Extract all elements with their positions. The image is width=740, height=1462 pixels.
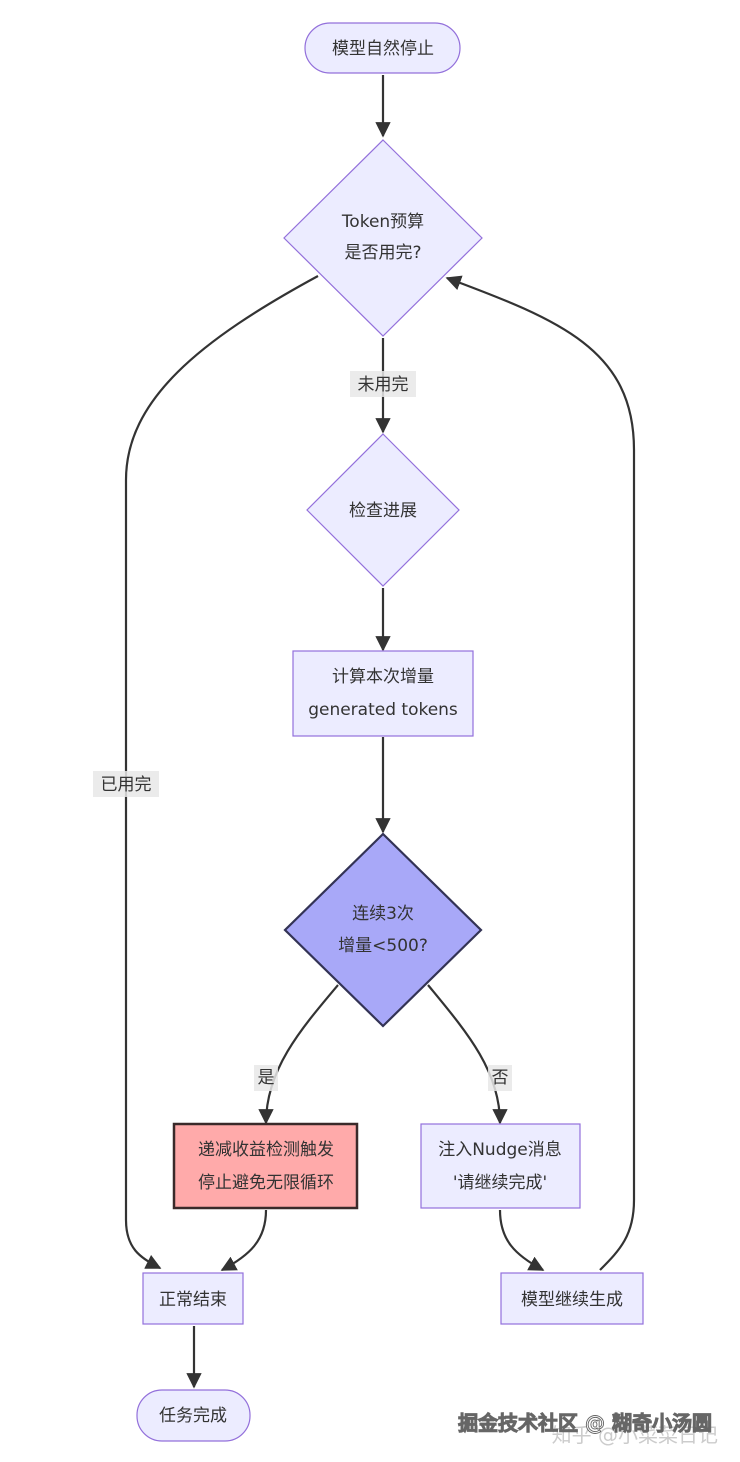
node-diminishing-stop[interactable]: 递减收益检测触发 停止避免无限循环 xyxy=(172,1122,359,1210)
svg-text:'请继续完成': '请继续完成' xyxy=(453,1173,547,1193)
edge-budget-to-normal-end xyxy=(124,275,319,1269)
svg-text:停止避免无限循环: 停止避免无限循环 xyxy=(198,1173,334,1193)
edge-nudge-to-continue xyxy=(498,1209,545,1271)
node-consecutive-check[interactable]: 连续3次 增量<500? xyxy=(283,832,483,1028)
svg-text:正常结束: 正常结束 xyxy=(159,1290,227,1310)
svg-text:Token预算: Token预算 xyxy=(341,212,424,232)
watermark: 掘金技术社区 @ 糊奇小汤圆 xyxy=(458,1411,712,1435)
edge-label-no: 否 xyxy=(488,1065,512,1091)
svg-text:计算本次增量: 计算本次增量 xyxy=(332,667,434,687)
svg-text:检查进展: 检查进展 xyxy=(349,501,417,521)
edge-cond-to-nudge xyxy=(427,984,508,1125)
edge-continue-to-budget xyxy=(445,275,636,1271)
node-check-progress[interactable]: 检查进展 xyxy=(306,433,460,587)
edge-label-yes: 是 xyxy=(254,1065,278,1091)
edge-stop-to-normal-end xyxy=(220,1209,268,1271)
svg-text:generated tokens: generated tokens xyxy=(308,700,458,720)
svg-text:是否用完?: 是否用完? xyxy=(344,243,421,263)
svg-text:否: 否 xyxy=(492,1068,509,1088)
edge-label-used-up: 已用完 xyxy=(93,771,159,797)
svg-text:模型自然停止: 模型自然停止 xyxy=(332,39,434,59)
node-continue-generation[interactable]: 模型继续生成 xyxy=(500,1272,644,1325)
node-compute-increment[interactable]: 计算本次增量 generated tokens xyxy=(292,650,474,737)
watermark-secondary: 知乎 @小菜菜日记 xyxy=(552,1423,718,1447)
svg-text:增量<500?: 增量<500? xyxy=(338,936,428,956)
node-task-complete[interactable]: 任务完成 xyxy=(136,1389,251,1442)
edge-cond-to-stop xyxy=(258,984,339,1125)
svg-text:已用完: 已用完 xyxy=(101,775,152,795)
node-start[interactable]: 模型自然停止 xyxy=(304,22,461,74)
edge-label-not-used-up: 未用完 xyxy=(350,371,416,397)
svg-text:未用完: 未用完 xyxy=(358,375,409,395)
node-budget-decision[interactable]: Token预算 是否用完? xyxy=(283,139,483,337)
svg-text:注入Nudge消息: 注入Nudge消息 xyxy=(438,1140,562,1160)
svg-text:递减收益检测触发: 递减收益检测触发 xyxy=(198,1140,334,1160)
svg-text:连续3次: 连续3次 xyxy=(352,904,414,924)
node-normal-end[interactable]: 正常结束 xyxy=(142,1272,244,1325)
svg-text:模型继续生成: 模型继续生成 xyxy=(521,1290,623,1310)
svg-text:任务完成: 任务完成 xyxy=(159,1406,227,1426)
svg-text:是: 是 xyxy=(258,1068,275,1088)
node-inject-nudge[interactable]: 注入Nudge消息 '请继续完成' xyxy=(420,1123,581,1209)
